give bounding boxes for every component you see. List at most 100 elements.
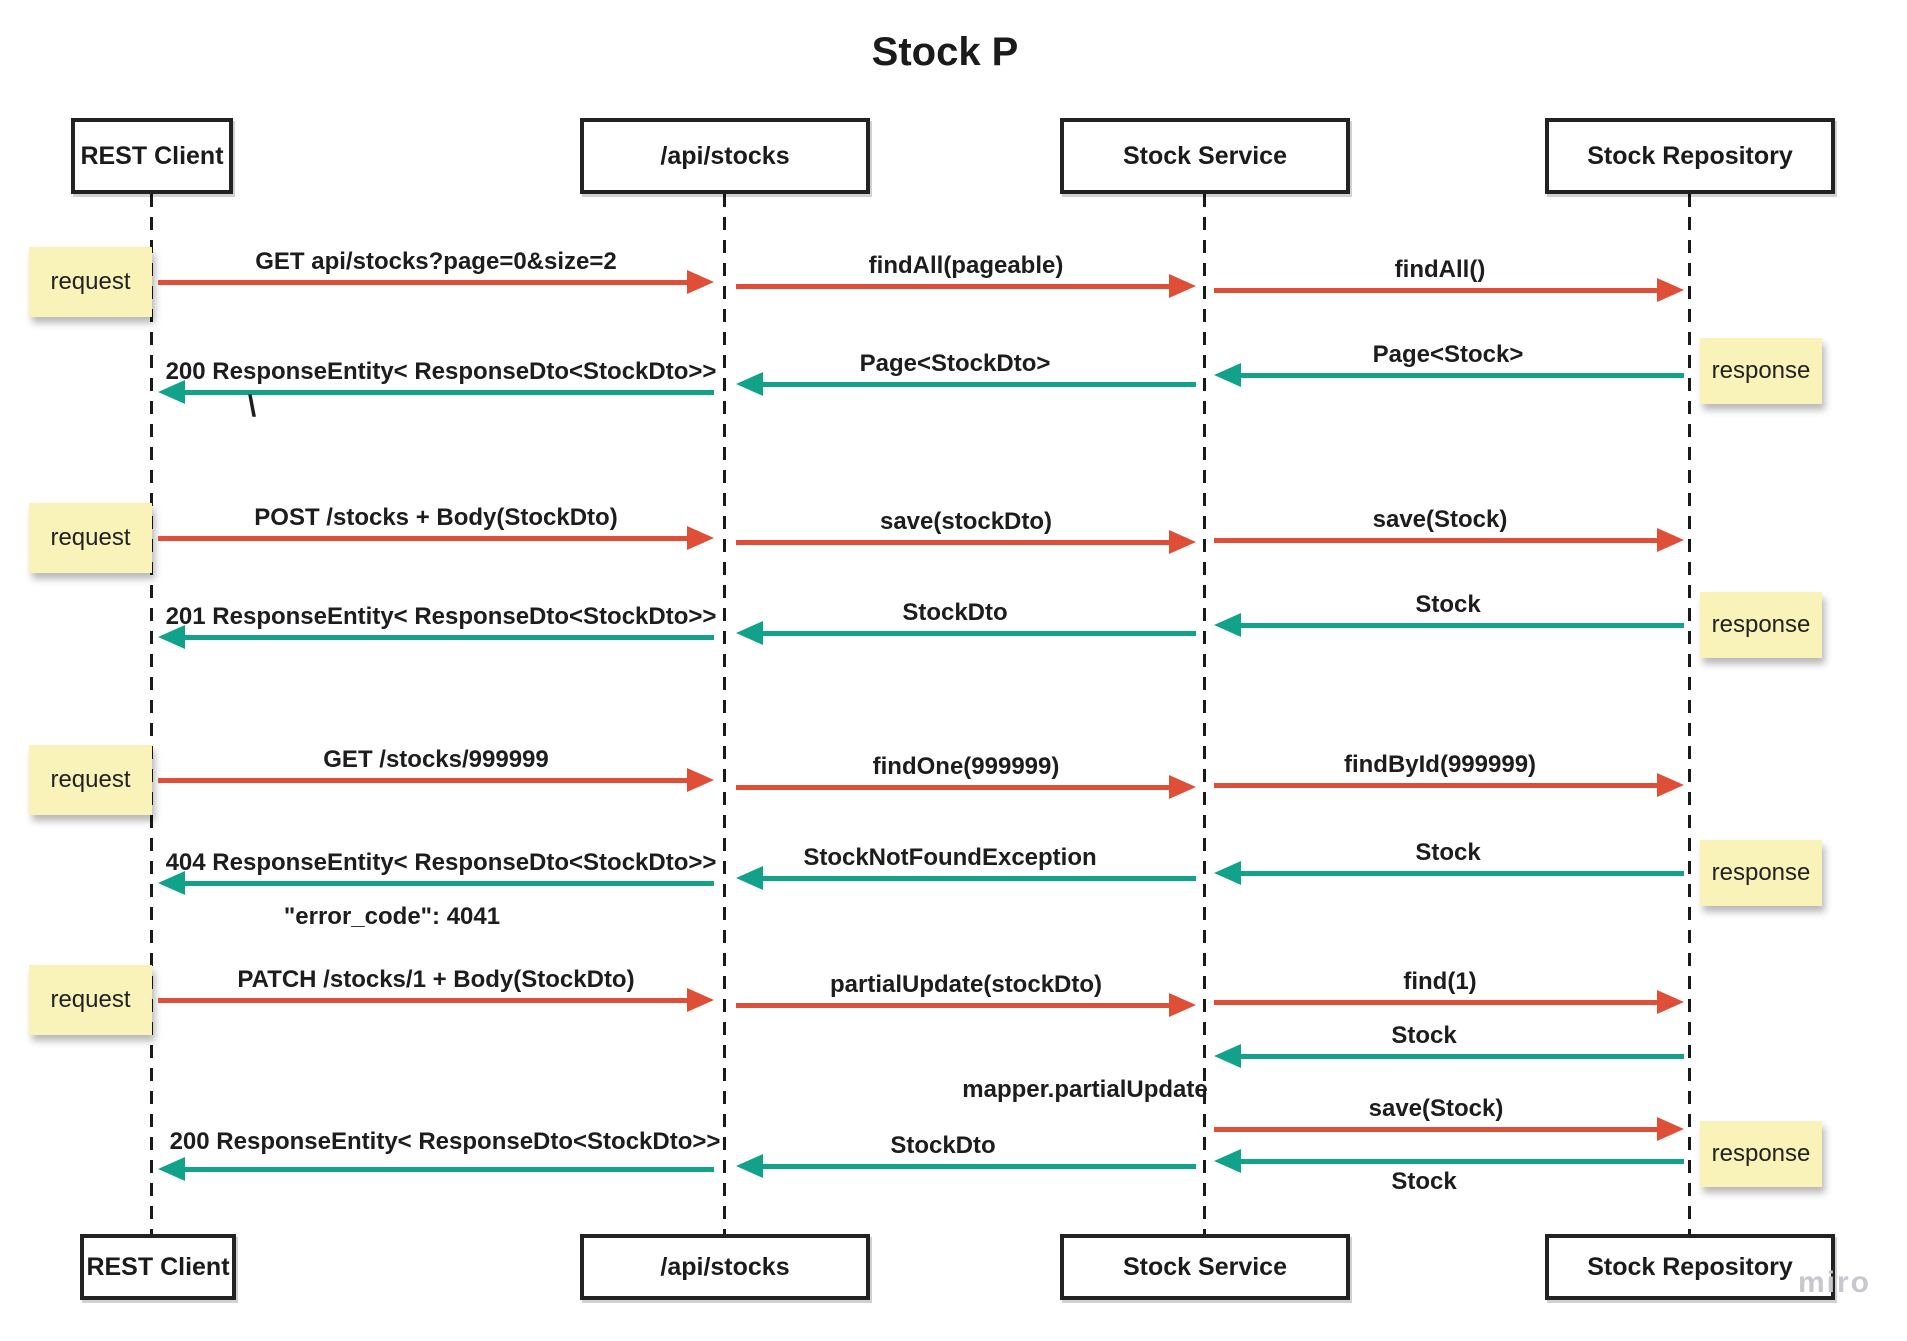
- lifeline-rest-client: [150, 194, 153, 1234]
- note-label: response: [1711, 357, 1811, 384]
- participant-box-stock-repository-bottom[interactable]: Stock Repository: [1545, 1234, 1835, 1300]
- lifeline-stock-repository: [1688, 194, 1691, 1234]
- message-label: findById(999999): [1343, 751, 1537, 778]
- note-label: request: [50, 524, 131, 551]
- message-label: GET /stocks/999999: [323, 746, 549, 773]
- arrow-shaft: [1214, 1000, 1660, 1005]
- response-note[interactable]: response: [1700, 840, 1822, 906]
- message-label: Stock: [1391, 1168, 1457, 1195]
- arrow-head: [158, 871, 185, 895]
- message-label: StockNotFoundException: [803, 844, 1097, 871]
- arrow-shaft: [760, 876, 1196, 881]
- participant-box-api-stocks-bottom[interactable]: /api/stocks: [580, 1234, 870, 1300]
- message-label: findAll(): [1394, 256, 1486, 283]
- arrow-head: [1214, 1044, 1241, 1068]
- participant-label: Stock Service: [1123, 141, 1287, 170]
- stray-backslash-mark: \: [247, 390, 257, 423]
- participant-label: /api/stocks: [660, 141, 790, 170]
- arrow-head: [1657, 1117, 1684, 1141]
- message-label: 200 ResponseEntity< ResponseDto<StockDto…: [169, 1128, 721, 1155]
- arrow-head: [687, 526, 714, 550]
- participant-box-stock-service[interactable]: Stock Service: [1060, 118, 1350, 194]
- note-label: request: [50, 766, 131, 793]
- arrow-head: [158, 1157, 185, 1181]
- arrow-head: [158, 625, 185, 649]
- message-label: save(Stock): [1372, 506, 1508, 533]
- request-note[interactable]: request: [29, 503, 152, 573]
- arrow-shaft: [1238, 623, 1684, 628]
- participant-box-stock-repository[interactable]: Stock Repository: [1545, 118, 1835, 194]
- arrow-head: [158, 380, 185, 404]
- arrow-head: [687, 988, 714, 1012]
- participant-label: Stock Repository: [1587, 141, 1793, 170]
- message-label: find(1): [1403, 968, 1477, 995]
- arrow-head: [1169, 993, 1196, 1017]
- arrow-shaft: [1214, 538, 1660, 543]
- mapper-annotation: mapper.partialUpdate: [962, 1076, 1208, 1103]
- arrow-head: [1657, 528, 1684, 552]
- note-label: response: [1711, 611, 1811, 638]
- arrow-shaft: [158, 998, 690, 1003]
- arrow-shaft: [158, 280, 690, 285]
- participant-box-rest-client-bottom[interactable]: REST Client: [80, 1234, 236, 1300]
- message-label: findAll(pageable): [868, 252, 1064, 279]
- message-label: Stock: [1415, 839, 1481, 866]
- arrow-head: [1657, 990, 1684, 1014]
- participant-box-stock-service-bottom[interactable]: Stock Service: [1060, 1234, 1350, 1300]
- arrow-shaft: [760, 382, 1196, 387]
- arrow-head: [1169, 530, 1196, 554]
- arrow-shaft: [182, 881, 714, 886]
- miro-watermark: miro: [1798, 1266, 1872, 1299]
- message-label: Stock: [1415, 591, 1481, 618]
- arrow-shaft: [182, 635, 714, 640]
- arrow-head: [1169, 775, 1196, 799]
- message-label: partialUpdate(stockDto): [829, 971, 1103, 998]
- arrow-head: [1214, 1149, 1241, 1173]
- response-note[interactable]: response: [1700, 592, 1822, 658]
- arrow-shaft: [1214, 1127, 1660, 1132]
- arrow-shaft: [1238, 871, 1684, 876]
- arrow-head: [1169, 274, 1196, 298]
- request-note[interactable]: request: [29, 247, 152, 317]
- note-label: request: [50, 268, 131, 295]
- message-label: save(Stock): [1368, 1095, 1504, 1122]
- arrow-head: [736, 372, 763, 396]
- request-note[interactable]: request: [29, 745, 152, 815]
- arrow-head: [687, 768, 714, 792]
- participant-label: REST Client: [80, 141, 224, 170]
- arrow-shaft: [1238, 1054, 1684, 1059]
- error-code-annotation: "error_code": 4041: [283, 903, 501, 930]
- arrow-shaft: [1238, 373, 1684, 378]
- arrow-shaft: [736, 284, 1172, 289]
- arrow-shaft: [158, 778, 690, 783]
- note-label: response: [1711, 859, 1811, 886]
- arrow-head: [1214, 363, 1241, 387]
- response-note[interactable]: response: [1700, 338, 1822, 404]
- arrow-shaft: [736, 1003, 1172, 1008]
- arrow-head: [736, 866, 763, 890]
- arrow-shaft: [182, 390, 714, 395]
- note-label: request: [50, 986, 131, 1013]
- request-note[interactable]: request: [29, 965, 152, 1035]
- page-title: Stock P: [871, 30, 1019, 74]
- arrow-head: [1657, 773, 1684, 797]
- message-label: GET api/stocks?page=0&size=2: [255, 248, 617, 275]
- arrow-shaft: [736, 540, 1172, 545]
- arrow-shaft: [1238, 1159, 1684, 1164]
- participant-label: Stock Service: [1123, 1252, 1287, 1281]
- participant-label: Stock Repository: [1587, 1252, 1793, 1281]
- arrow-shaft: [760, 1164, 1196, 1169]
- arrow-head: [1214, 613, 1241, 637]
- participant-box-rest-client[interactable]: REST Client: [71, 118, 233, 194]
- message-label: 404 ResponseEntity< ResponseDto<StockDto…: [165, 849, 717, 876]
- response-note[interactable]: response: [1700, 1121, 1822, 1187]
- note-label: response: [1711, 1140, 1811, 1167]
- message-label: Page<Stock>: [1372, 341, 1524, 368]
- arrow-shaft: [1214, 288, 1660, 293]
- message-label: PATCH /stocks/1 + Body(StockDto): [237, 966, 635, 993]
- participant-box-api-stocks[interactable]: /api/stocks: [580, 118, 870, 194]
- arrow-head: [736, 1154, 763, 1178]
- arrow-head: [1657, 278, 1684, 302]
- lifeline-stock-service: [1203, 194, 1206, 1234]
